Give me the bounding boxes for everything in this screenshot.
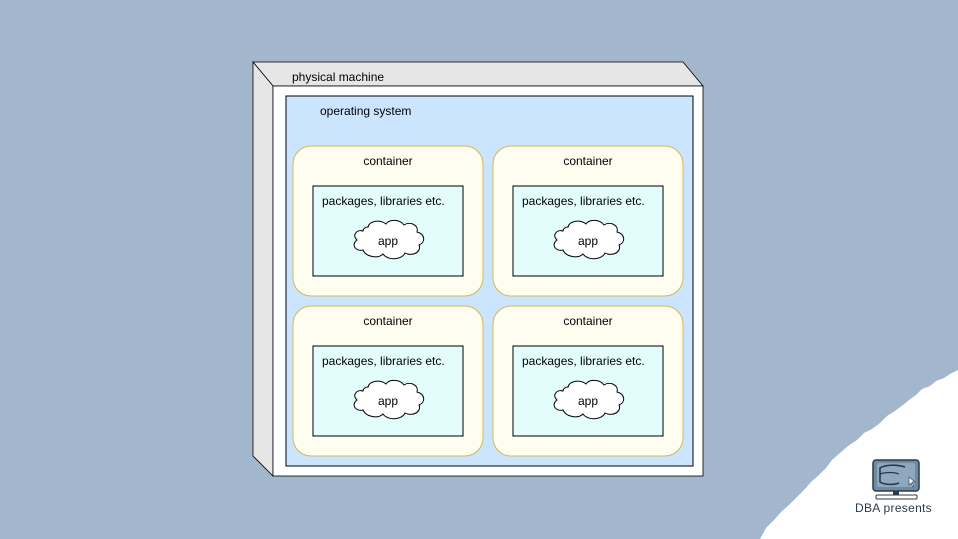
- physical-machine-label: physical machine: [292, 70, 385, 84]
- container-label: container: [563, 154, 613, 168]
- packages-layer-label: packages, libraries etc.: [322, 194, 445, 208]
- app-label: app: [577, 394, 599, 408]
- app-cloud-shape: [353, 219, 425, 260]
- app-cloud-shape: [553, 379, 625, 420]
- brand-caption: DBA presents: [855, 501, 932, 515]
- app-label: app: [377, 234, 399, 248]
- app-label: app: [377, 394, 399, 408]
- container-4: [492, 305, 684, 457]
- container-label: container: [363, 314, 413, 328]
- computer-monitor-icon: [872, 459, 920, 500]
- packages-layer-label: packages, libraries etc.: [322, 354, 445, 368]
- container-3: [292, 305, 484, 457]
- container-1: [292, 145, 484, 297]
- container-label: container: [363, 154, 413, 168]
- packages-layer-label: packages, libraries etc.: [522, 354, 645, 368]
- app-cloud-shape: [553, 219, 625, 260]
- operating-system-label: operating system: [320, 104, 412, 118]
- packages-layer-label: packages, libraries etc.: [522, 194, 645, 208]
- container-2: [492, 145, 684, 297]
- container-label: container: [563, 314, 613, 328]
- app-label: app: [577, 234, 599, 248]
- app-cloud-shape: [353, 379, 425, 420]
- physical-machine-side-face: [252, 60, 274, 477]
